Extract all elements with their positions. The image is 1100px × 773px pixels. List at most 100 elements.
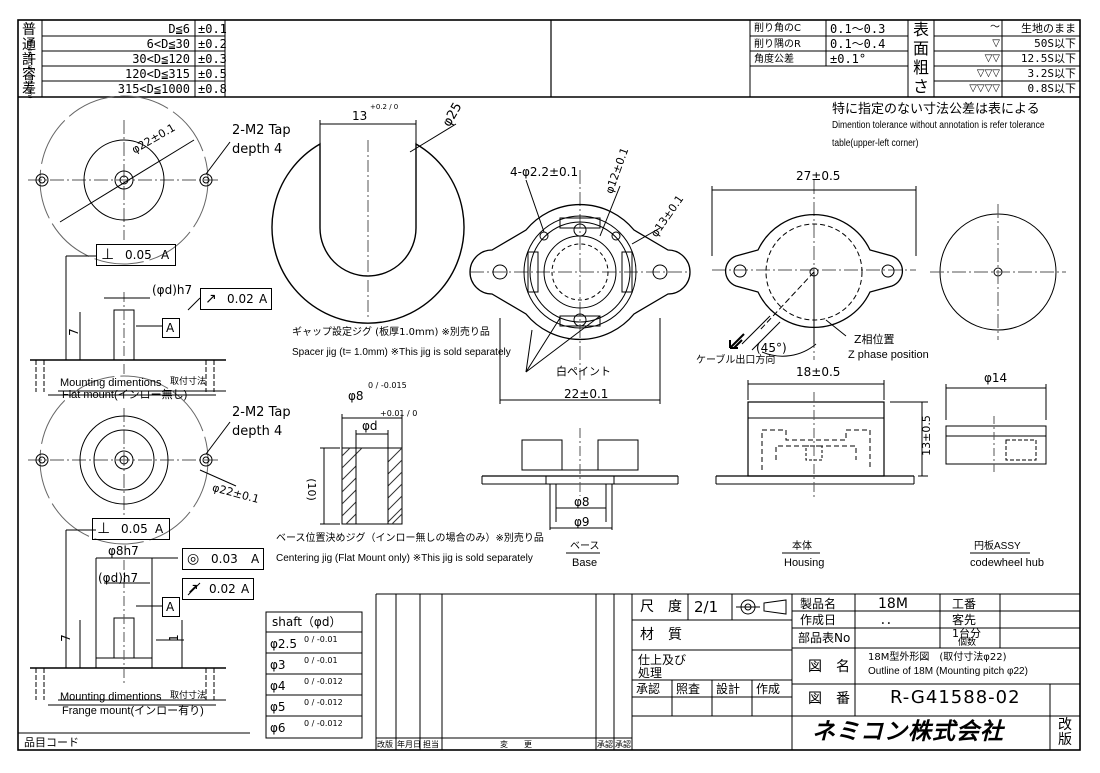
hub-name-jp: 円板ASSY [974,541,1021,552]
shaft-tol-1: 0 / -0.01 [304,635,338,644]
housing-angle: (45°) [756,341,787,355]
tl-mount-label-jp: 取付寸法 [170,377,207,387]
hub-dia: φ14 [984,371,1008,385]
base-width: 22±0.1 [564,387,609,401]
bl-runout-ref: A [241,582,250,596]
bl-mount-type: Frange mount(インロー有り) [62,705,204,717]
approval-2: 照査 [676,682,701,696]
tl-runout-frame: ↗ 0.02 A [200,288,272,310]
shaft-d-3: φ4 [270,679,286,693]
tl-datum-box: A [162,318,180,338]
tolerance-title-5: 差 [22,81,36,97]
housing-height: 13±0.5 [919,415,933,456]
tl-tap: 2-M2 Tap [232,123,291,138]
qty-label: 1台分 [952,627,981,640]
center-label-en: Centering jig (Flat Mount only) ※This ji… [276,553,533,564]
shaft-tol-2: 0 / -0.01 [304,656,338,665]
bl-shaft-fit: (φd)h7 [98,571,139,585]
bl-concentricity-frame: ◎ 0.03 A [182,548,264,570]
base-name-jp: ベース [570,541,600,552]
roughness-title-2: 面 [913,39,930,58]
date-value: ．． [880,613,899,627]
shaft-tol-4: 0 / -0.012 [304,698,343,707]
center-id-tol: +0.01 / 0 [380,409,418,418]
tl-perp-value: 0.05 [125,248,152,262]
shaft-tol-5: 0 / -0.012 [304,719,343,728]
bl-perpendicularity-frame: ⊥ 0.05 A [92,518,170,540]
tolerance-title-en: Tolerance(unit:mm) [26,40,33,99]
scale-value: 2/1 [694,598,719,616]
tol-range-2: 6<D≦30 [146,37,190,51]
base-d9: φ9 [574,515,590,529]
shaft-table-title: shaft（φd） [272,615,342,629]
center-od: φ8 [348,389,364,403]
drawing-name-en: Outline of 18M (Mounting pitch φ22) [868,666,1028,677]
note-en-1: Dimention tolerance without annotation i… [832,120,1045,131]
tol-value-4: ±0.5 [198,67,227,81]
shaft-tol-3: 0 / -0.012 [304,677,343,686]
tolerance-title-2: 通 [22,37,36,53]
base-holes: 4-φ2.2±0.1 [510,165,579,179]
rev-label: 改版 [1058,717,1072,749]
tl-perp-ref: A [161,248,170,262]
drawing-name-label: 図 名 [808,659,850,675]
spacer-label-en: Spacer jig (t= 1.0mm) ※This jig is sold … [292,347,511,358]
drawing-no: R-G41588-02 [890,687,1021,708]
scale-label: 尺 度 [640,599,682,615]
tolerance-title-4: 容 [22,67,36,83]
roughness-symbol-1: ～ [990,22,1000,33]
tolerance-title-3: 許 [22,52,36,68]
rev-header-3: 担当 [423,740,439,749]
base-name-en: Base [572,557,598,569]
tl-height: 7 [66,328,81,336]
hub-name-en: codewheel hub [970,557,1045,569]
housing-z-jp: Z相位置 [854,333,895,346]
chamfer-value-2: 0.1～0.4 [830,37,886,51]
rev-header-5: 承認 [597,740,613,749]
rev-header-4: 変 更 [500,740,532,749]
roughness-title-1: 表 [913,20,930,39]
customer-label: 客先 [952,613,977,627]
base-paint: 白ペイント [556,365,611,378]
bl-depth: depth 4 [232,424,283,439]
perpendicular-icon: ⊥ [97,519,111,537]
bl-perp-ref: A [155,522,164,536]
spacer-label-jp: ギャップ設定ジグ (板厚1.0mm) ※別売り品 [292,327,490,338]
parts-label: 部品表No [798,631,851,645]
runout-icon: ↗ [187,581,199,597]
rev-header-1: 改版 [377,740,393,749]
base-d8: φ8 [574,495,590,509]
center-label-jp: ベース位置決めジグ（インロー無しの場合のみ）※別売り品 [276,533,544,544]
approval-3: 設計 [716,682,741,696]
finish-label: 仕上及び処理 [638,653,687,681]
roughness-title-3: 粗 [913,58,930,77]
tol-range-5: 315<D≦1000 [117,82,190,96]
center-id: φd [362,419,378,433]
roughness-value-3: 12.5S以下 [1020,52,1076,65]
shaft-d-5: φ6 [270,721,286,735]
bl-mount-label-en: Mounting dimentions [60,691,162,703]
roughness-symbol-3: ▽▽ [984,53,1000,64]
chamfer-label-1: 削り角のC [754,23,801,34]
product-value: 18M [878,596,908,612]
tol-value-2: ±0.2 [198,37,227,51]
bl-datum-box: A [162,597,180,617]
spacer-width: 13 [352,109,368,123]
drawing-name-jp: 18M型外形図 (取付寸法φ22) [868,652,1007,663]
tol-range-1: D≦6 [168,22,190,36]
housing-name-en: Housing [784,557,825,569]
roughness-symbol-5: ▽▽▽▽ [969,83,1000,94]
housing-width: 27±0.5 [796,169,841,183]
bl-datum: A [166,600,175,614]
drawing-no-label: 図 番 [808,691,850,707]
tl-perpendicularity-frame: ⊥ 0.05 A [96,244,176,266]
concentricity-icon: ◎ [187,551,200,567]
roughness-value-2: 50S以下 [1034,37,1076,50]
tl-depth: depth 4 [232,142,283,157]
housing-width2: 18±0.5 [796,365,841,379]
shaft-d-2: φ3 [270,658,286,672]
material-label: 材 質 [640,627,682,643]
housing-z-en: Z phase position [848,349,929,361]
tl-mount-label-en: Mounting dimentions [60,377,162,389]
housing-name-jp: 本体 [792,541,812,552]
